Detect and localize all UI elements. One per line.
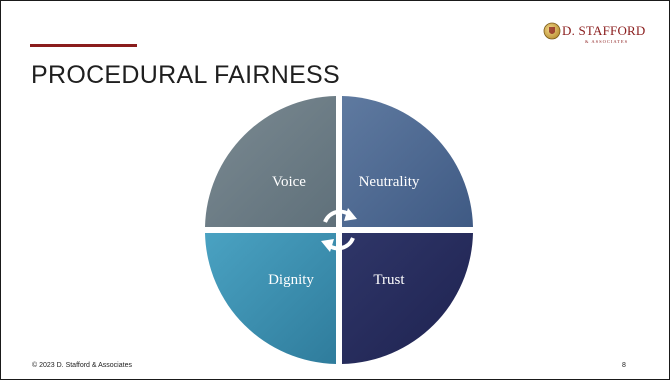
slide-title: PROCEDURAL FAIRNESS: [31, 61, 341, 89]
segment-label-neutrality: Neutrality: [359, 174, 420, 190]
logo-name: D. STAFFORD: [562, 23, 646, 38]
neutrality-segment: [342, 96, 473, 227]
title-accent-line: [30, 44, 137, 47]
procedural-fairness-diagram: Voice Neutrality Dignity Trust: [205, 96, 473, 364]
page-number: 8: [622, 362, 626, 369]
segment-label-trust: Trust: [373, 272, 405, 288]
circular-arrows-icon: [321, 208, 357, 252]
segment-label-voice: Voice: [272, 174, 306, 190]
shield-emblem-icon: [543, 22, 561, 40]
dignity-segment: [205, 233, 336, 364]
trust-segment: [342, 233, 473, 364]
logo-subtitle: & ASSOCIATES: [585, 39, 629, 44]
footer-copyright: © 2023 D. Stafford & Associates: [32, 362, 132, 369]
company-logo: D. STAFFORD & ASSOCIATES: [541, 19, 659, 49]
voice-segment: [205, 96, 336, 227]
segment-label-dignity: Dignity: [268, 272, 314, 288]
